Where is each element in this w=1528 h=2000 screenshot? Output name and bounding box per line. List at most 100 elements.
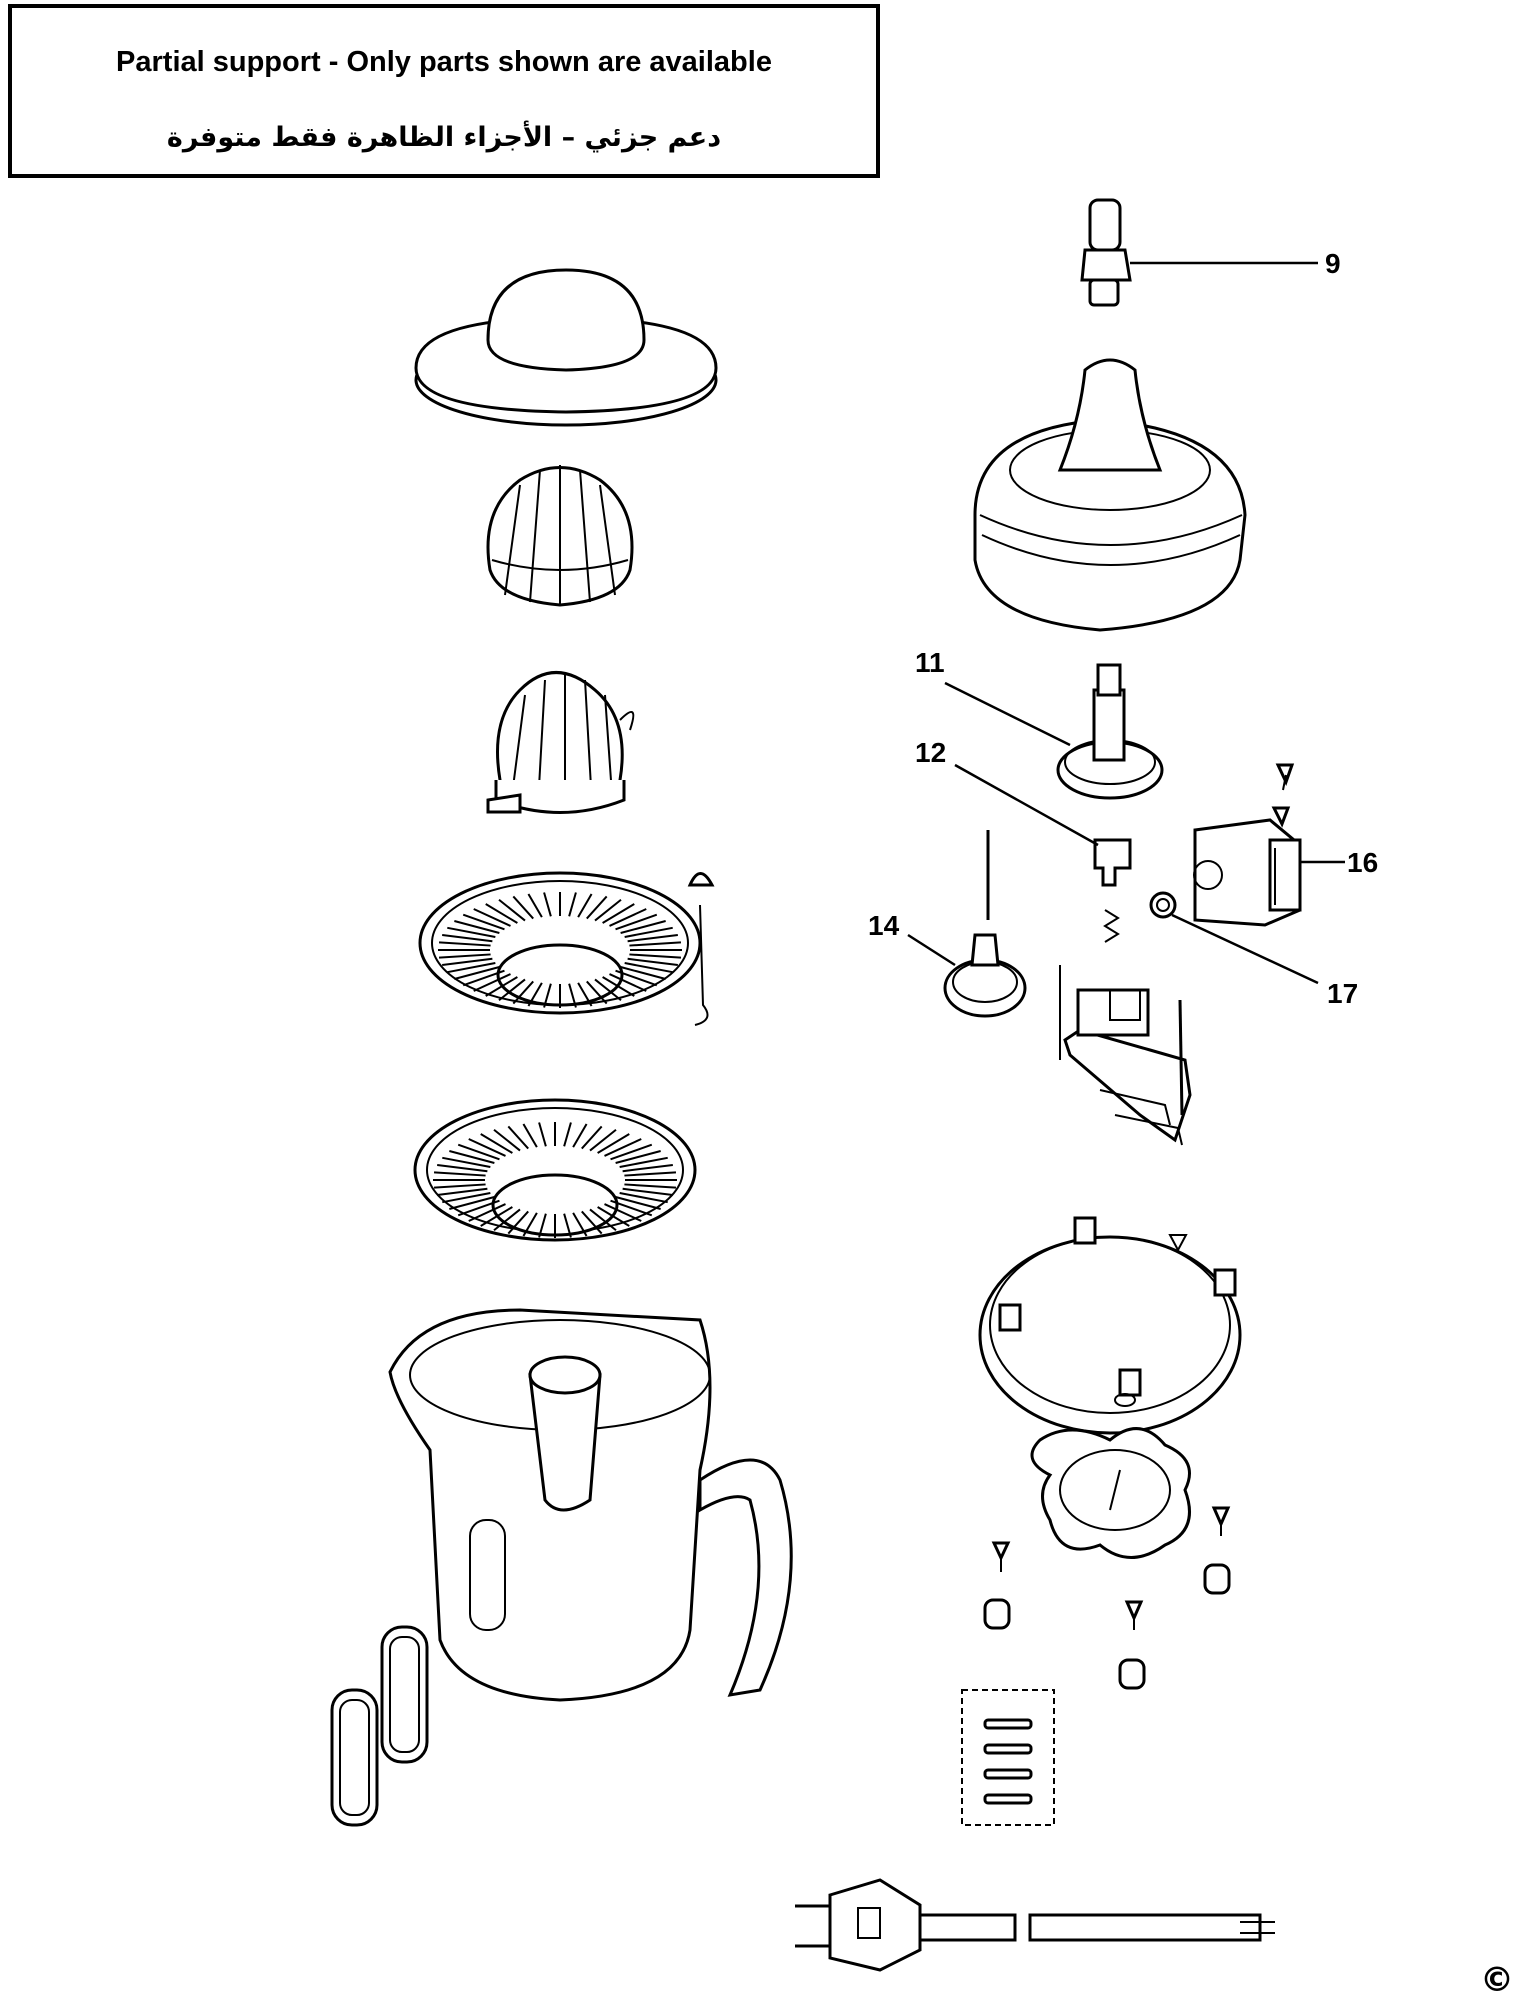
strainer-slot (581, 1125, 603, 1150)
strainer-slot (493, 1208, 521, 1232)
strainer-slot (615, 1150, 661, 1164)
strainer-slot (568, 892, 577, 917)
strainer-slot (449, 1150, 495, 1164)
strainer-slot (604, 1138, 642, 1157)
strainer-slot (610, 1143, 653, 1161)
strainer-slot (437, 1187, 488, 1197)
strainer-slot (522, 1212, 538, 1237)
strainer-slot (581, 1210, 603, 1235)
notice-arabic: دعم جزئي – الأجزاء الظاهرة فقط متوفرة (166, 122, 722, 153)
strainer-slot (602, 903, 635, 924)
strainer-slot (538, 1213, 547, 1238)
strainer-slot (609, 973, 647, 992)
strainer-slot (437, 1163, 488, 1173)
strainer-slot (438, 941, 491, 947)
availability-notice: Partial support - Only parts shown are a… (8, 4, 880, 178)
strainer-slot (468, 1138, 506, 1157)
leader-line-11 (944, 681, 1071, 747)
contact-wires-part (1099, 1089, 1183, 1146)
strainer-slot (457, 1199, 500, 1217)
strainer-slot (433, 1183, 486, 1189)
strainer-slot (485, 903, 518, 924)
power-cord-part (795, 1878, 1275, 1972)
part-label-9: 9 (1325, 248, 1341, 279)
juice-jug-part (388, 1308, 793, 1702)
strainer-slot (442, 1192, 491, 1204)
strainer-slot (433, 1171, 486, 1177)
strainer-slot (619, 1192, 668, 1204)
foot-plate-part (1030, 1427, 1191, 1559)
strainer-slot (586, 895, 608, 920)
strainer-slot (462, 913, 505, 931)
strainer-slot (512, 895, 534, 920)
strainer-slot (602, 976, 635, 997)
strainer-slot (577, 893, 593, 918)
strainer-slot (627, 957, 678, 967)
strainer-slot (442, 957, 493, 967)
strainer-slot (498, 898, 526, 922)
part-11-gear-shaft (1056, 663, 1164, 800)
strainer-slot (527, 893, 543, 918)
strainer-slot (568, 983, 577, 1008)
strainer-slot (597, 1206, 630, 1227)
strainer-slot (627, 933, 678, 943)
strainer-slot (468, 1203, 506, 1222)
strainer-slot (586, 980, 608, 1005)
part-17-pinion (1149, 891, 1177, 919)
strainer-slot (577, 982, 593, 1007)
leader-line-12 (954, 763, 1099, 847)
strainer-slot (620, 920, 666, 934)
rating-label-part (961, 1689, 1055, 1826)
part-label-17: 17 (1327, 978, 1358, 1009)
part-label-16: 16 (1347, 847, 1378, 878)
small-reamer-part (486, 671, 635, 814)
strainer-slot (572, 1212, 588, 1237)
feet-and-screws (983, 1506, 1231, 1690)
strainer-slot (622, 1187, 673, 1197)
strainer-with-lever-part (418, 871, 715, 1026)
strainer-slot (572, 1123, 588, 1148)
strainer-slot (438, 953, 491, 959)
dust-cover-part (414, 268, 718, 427)
part-label-12: 12 (915, 737, 946, 768)
leader-line-17 (1171, 913, 1319, 985)
leader-line-14 (907, 933, 956, 967)
strainer-slot (624, 962, 673, 974)
strainer-slot (454, 966, 500, 980)
strainer-slot (527, 982, 543, 1007)
strainer-slot (447, 962, 496, 974)
strainer-slot (619, 1156, 668, 1168)
strainer-slot (473, 908, 511, 927)
strainer-slot (538, 1122, 547, 1147)
strainer-slot (493, 1128, 521, 1152)
strainer-slot (589, 1128, 617, 1152)
strainer-slot (512, 980, 534, 1005)
strainer-part (413, 1098, 697, 1242)
strainer-slot (615, 913, 658, 931)
strainer-slot (615, 1196, 661, 1210)
part-label-14: 14 (868, 910, 900, 941)
strainer-slot (589, 1208, 617, 1232)
strainer-slot (449, 1196, 495, 1210)
strainer-slot (462, 969, 505, 987)
strainer-slot (624, 1183, 677, 1189)
part-label-11: 11 (915, 647, 945, 678)
strainer-slot (620, 966, 666, 980)
strainer-slot (480, 1206, 513, 1227)
part-9-spindle (1080, 198, 1132, 307)
strainer-slot (597, 1133, 630, 1154)
strainer-slot (507, 1210, 529, 1235)
strainer-slot (498, 978, 526, 1002)
strainer-slot (442, 933, 493, 943)
strainer-slot (485, 976, 518, 997)
spring-part (1103, 909, 1120, 943)
strainer-slot (543, 892, 552, 917)
gasket-strips-part (330, 1625, 429, 1827)
strainer-slot (615, 969, 658, 987)
strainer-slot (507, 1125, 529, 1150)
strainer-slot (594, 898, 622, 922)
strainer-slot (447, 926, 496, 938)
strainer-slot (609, 908, 647, 927)
strainer-slot (480, 1133, 513, 1154)
